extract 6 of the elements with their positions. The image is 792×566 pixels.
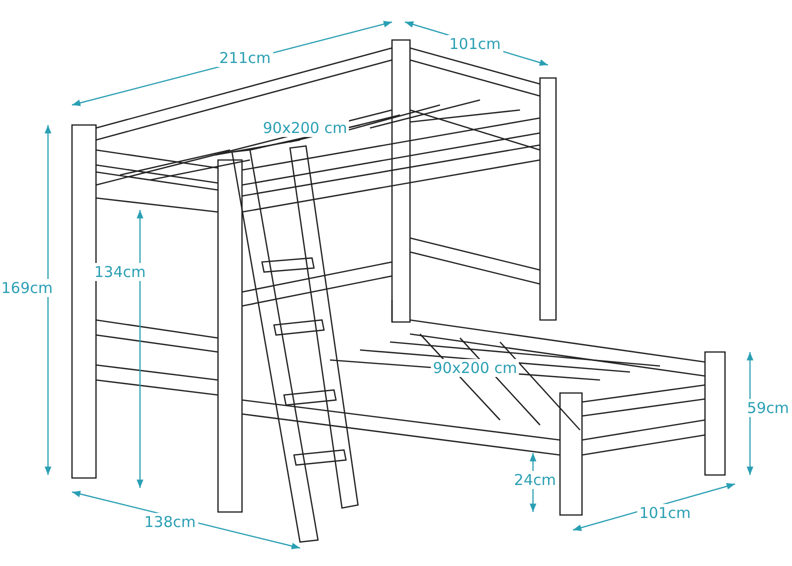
dimension-label: 59cm xyxy=(745,399,791,417)
dimension-label: 211cm xyxy=(217,49,273,67)
dimension-label: 24cm xyxy=(512,471,558,489)
dimension-label: 90x200 cm xyxy=(260,119,350,137)
dimension-label: 90x200 cm xyxy=(430,359,520,377)
dimension-label: 101cm xyxy=(447,35,503,53)
